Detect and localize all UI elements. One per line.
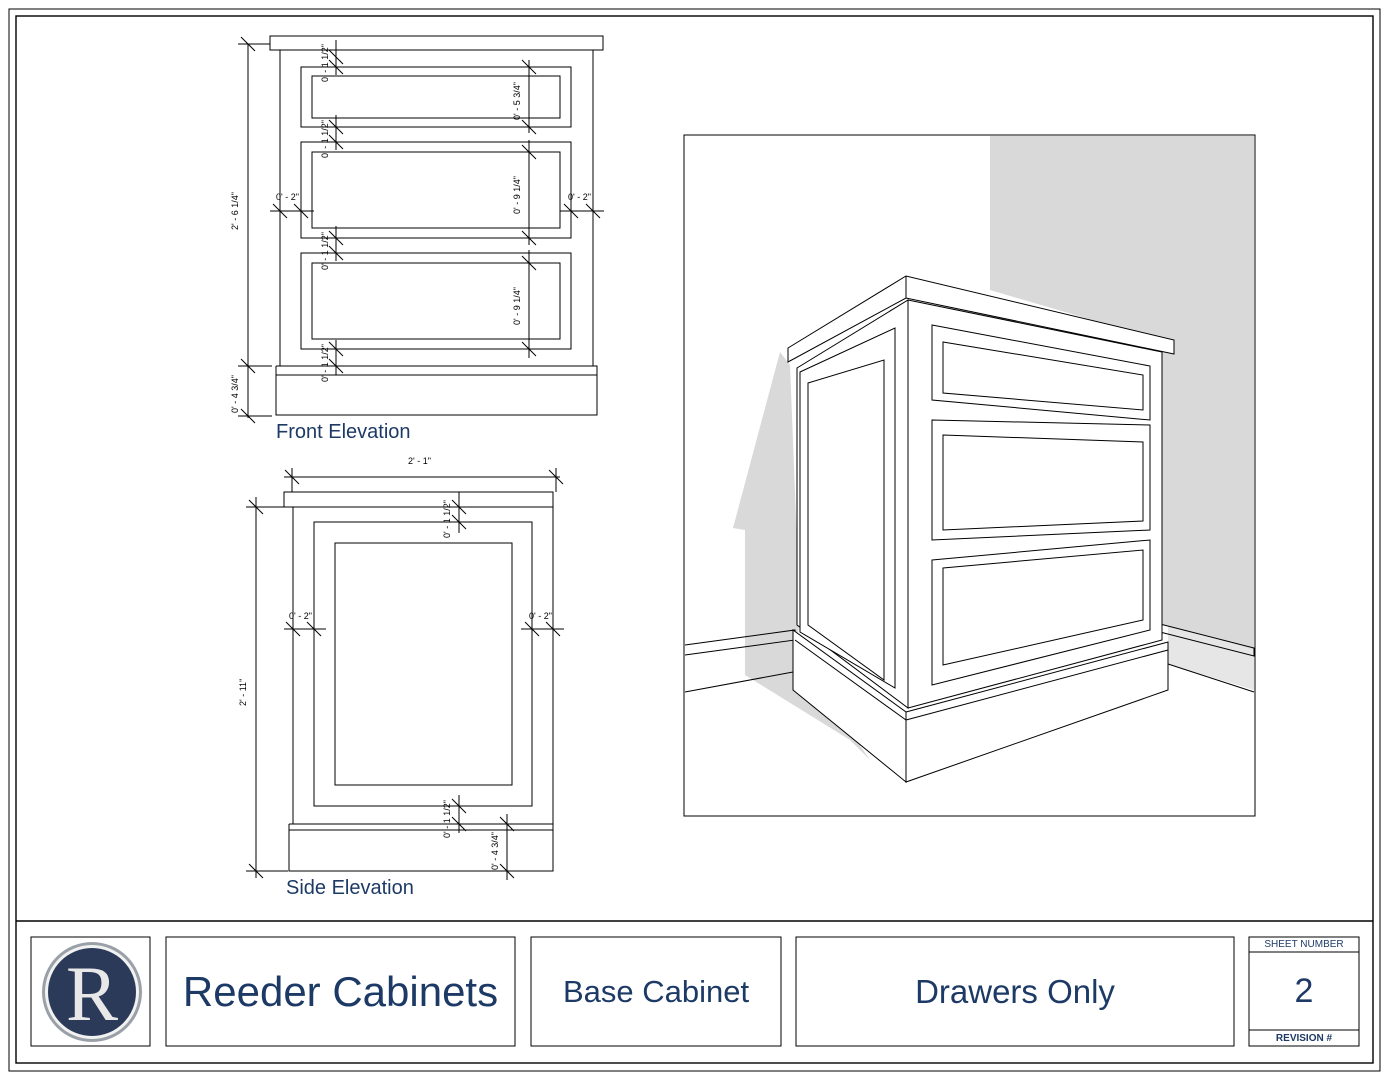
dim-front-side-right: 0' - 2" [568, 192, 591, 202]
dim-front-drawer-1: 0' - 5 3/4" [512, 82, 522, 120]
sheet-number-value: 2 [1294, 971, 1314, 1010]
dim-front-rail-1: 0' - 1 1/2" [320, 44, 330, 82]
logo-r-emblem: R [42, 942, 142, 1042]
front-elevation-label: Front Elevation [276, 421, 411, 443]
side-elevation [246, 468, 564, 880]
dim-side-overall-width: 2' - 1" [408, 456, 431, 466]
sheet-number-box [1248, 936, 1360, 1047]
company-name: Reeder Cabinets [182, 967, 499, 1015]
item-name: Base Cabinet [562, 973, 750, 1009]
inner-border [15, 15, 1374, 1064]
dim-front-rail-3: 0' - 1 1/2" [320, 232, 330, 270]
dim-side-rail-top: 0' - 1 1/2" [442, 500, 452, 538]
side-elevation-label: Side Elevation [286, 877, 414, 899]
dim-side-side-left: 0' - 2" [289, 611, 312, 621]
description-box [795, 936, 1235, 1047]
dim-front-base-height: 0' - 4 3/4" [230, 375, 240, 413]
dim-side-rail-bottom: 0' - 1 1/2" [442, 800, 452, 838]
outer-border [8, 8, 1381, 1072]
title-block [30, 936, 1360, 1047]
dim-front-rail-2: 0' - 1 1/2" [320, 120, 330, 158]
front-dim-labels: 2' - 6 1/4" 0' - 4 3/4" 0' - 2" 0' - 2" … [230, 44, 591, 413]
sheet-number-label: SHEET NUMBER [1264, 939, 1344, 950]
perspective-view [683, 134, 1256, 817]
dim-front-rail-4: 0' - 1 1/2" [320, 344, 330, 382]
company-box [165, 936, 516, 1047]
dim-side-base-height: 0' - 4 3/4" [490, 832, 500, 870]
item-box [530, 936, 782, 1047]
logo-box [30, 936, 151, 1047]
dim-front-overall-height: 2' - 6 1/4" [230, 192, 240, 230]
dim-front-side-left: 0' - 2" [276, 192, 299, 202]
dim-side-side-right: 0' - 2" [529, 611, 552, 621]
front-elevation [238, 35, 604, 424]
revision-label: REVISION # [1275, 1032, 1333, 1044]
dim-side-overall-height: 2' - 11" [238, 679, 248, 706]
description-text: Drawers Only [915, 972, 1115, 1010]
logo-letter: R [66, 950, 118, 1037]
dim-front-drawer-3: 0' - 9 1/4" [512, 287, 522, 325]
dim-front-drawer-2: 0' - 9 1/4" [512, 176, 522, 214]
side-dim-labels: 2' - 1" 2' - 11" 0' - 2" 0' - 2" 0' - 1 … [238, 456, 552, 870]
